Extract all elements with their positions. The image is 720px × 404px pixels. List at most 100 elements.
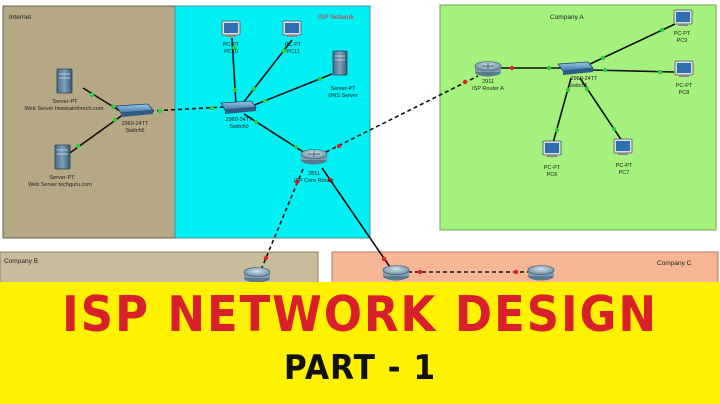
pc-icon — [673, 9, 693, 26]
device-type-label: PC-PT — [223, 42, 240, 48]
router-icon — [300, 149, 328, 165]
link-light — [381, 256, 387, 262]
banner-subtitle: PART - 1 — [283, 348, 437, 388]
pc-icon — [221, 20, 241, 37]
device-name-label: PC11 — [286, 49, 299, 55]
link-light — [317, 76, 323, 82]
device-pc9[interactable]: PC-PT PC9 — [673, 9, 693, 44]
area-internet-bg — [2, 5, 176, 239]
link-light — [554, 127, 560, 133]
device-router-c-isp[interactable] — [382, 265, 410, 281]
device-type-label: PC-PT — [674, 31, 691, 37]
link-light — [293, 144, 299, 150]
router-icon — [382, 265, 410, 281]
area-company-b-title: Company B — [4, 258, 38, 265]
device-type-label: 2960-24TT — [226, 117, 254, 123]
device-router-b[interactable] — [243, 267, 271, 283]
device-web-server-2[interactable]: Server-PT Web Server techguru.com — [28, 144, 92, 188]
device-name-label: Switch1 — [568, 83, 587, 89]
link-core-router-c[interactable] — [321, 167, 393, 271]
device-name-label: Switch6 — [125, 128, 144, 134]
link-light — [659, 27, 665, 33]
link-light — [231, 45, 237, 51]
title-banner — [0, 282, 720, 404]
device-switch0[interactable]: 2960-24TT Switch0 — [220, 100, 257, 130]
device-name-label: Web Server techguru.com — [28, 182, 92, 188]
area-isp-network: ISP Network — [174, 5, 371, 239]
link-light — [462, 79, 468, 85]
device-type-label: 2911 — [482, 79, 494, 85]
link-light — [611, 126, 617, 132]
link-light — [600, 55, 606, 61]
link-core-router-b[interactable] — [260, 168, 304, 271]
device-isp-router-a[interactable]: 2911 ISP Router A — [472, 61, 504, 93]
link-light — [75, 143, 81, 149]
link-switch6-switch0[interactable] — [149, 106, 225, 112]
device-router-c[interactable] — [527, 265, 555, 281]
device-name-label: PC6 — [547, 172, 558, 178]
link-light — [281, 48, 287, 54]
router-icon — [474, 61, 502, 77]
link-light — [262, 98, 268, 104]
device-switch6[interactable]: 2960-24TT Switch6 — [115, 103, 154, 134]
link-light — [253, 119, 259, 125]
server-icon — [56, 68, 73, 94]
area-company-a-bg — [439, 4, 717, 231]
device-name-label: PC10 — [224, 49, 238, 55]
area-internet-title: Internet — [9, 14, 31, 21]
server-icon — [332, 50, 348, 76]
device-dns-server[interactable]: Server-PT DNS Server — [328, 50, 358, 99]
area-company-a-title: Company A — [550, 14, 584, 21]
device-name-label: ISP Router A — [472, 86, 504, 92]
device-pc11[interactable]: PC-PT PC11 — [282, 20, 302, 55]
area-internet: Internet — [2, 5, 176, 239]
link-light — [232, 87, 238, 93]
device-isp-core-router[interactable]: 2811 ISP Core Router — [294, 149, 334, 185]
device-name-label: PC7 — [619, 170, 630, 176]
device-type-label: Server-PT — [52, 99, 78, 105]
device-pc7[interactable]: PC-PT PC7 — [613, 138, 633, 176]
device-type-label: Server-PT — [330, 86, 356, 92]
link-core-router-a[interactable] — [325, 75, 479, 153]
device-name-label: PC9 — [677, 38, 688, 44]
pc-icon — [674, 60, 694, 77]
pc-icon — [613, 138, 633, 155]
device-name-label: Web Server hiwekainforech.com — [24, 106, 103, 112]
device-switch1[interactable]: 2960-24TT Switch1 — [557, 61, 599, 89]
link-light — [584, 86, 590, 92]
link-light — [509, 65, 515, 71]
device-type-label: PC-PT — [616, 163, 633, 169]
device-type-label: 2811 — [308, 171, 320, 177]
device-pc8[interactable]: PC-PT PC8 — [674, 60, 694, 96]
device-name-label: Switch0 — [229, 124, 248, 130]
device-name-label: DNS Server — [328, 93, 358, 99]
link-light — [602, 67, 608, 73]
device-type-label: 2960-24TT — [122, 121, 150, 127]
router-icon — [527, 265, 555, 281]
area-company-a: Company A — [439, 4, 717, 231]
area-isp-network-title: ISP Network — [318, 14, 355, 21]
link-light — [110, 104, 116, 110]
link-lights — [75, 27, 665, 275]
link-light — [209, 105, 215, 111]
pc-icon — [542, 140, 562, 157]
link-light — [157, 108, 163, 114]
switch-icon — [115, 103, 154, 117]
device-type-label: 2960-24TT — [571, 76, 599, 82]
link-light — [513, 269, 519, 275]
link-light — [89, 92, 95, 98]
device-pc6[interactable]: PC-PT PC6 — [542, 140, 562, 178]
device-pc10[interactable]: PC-PT PC10 — [221, 20, 241, 55]
link-light — [294, 179, 300, 185]
link-light — [263, 255, 269, 261]
device-type-label: PC-PT — [676, 83, 693, 89]
device-web-server-1[interactable]: Server-PT Web Server hiwekainforech.com — [24, 68, 104, 112]
link-light — [546, 65, 552, 71]
router-icon — [243, 267, 271, 283]
link-light — [327, 177, 333, 183]
device-type-label: PC-PT — [285, 42, 302, 48]
area-isp-network-bg — [174, 5, 371, 239]
link-light — [112, 117, 118, 123]
